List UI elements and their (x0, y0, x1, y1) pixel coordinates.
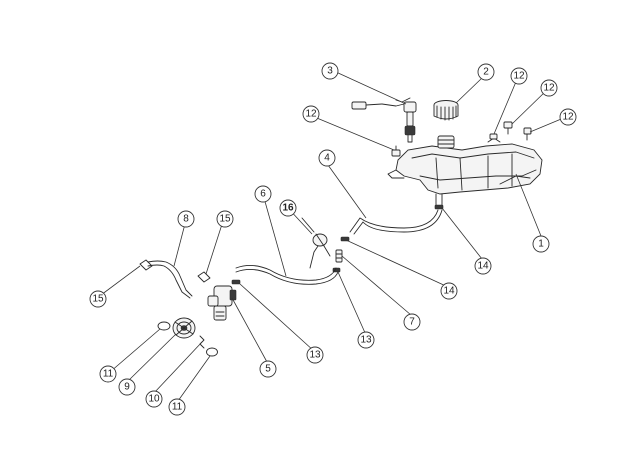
callout-6: 6 (254, 185, 272, 203)
clamp-ring-part-a (157, 321, 171, 331)
clamp-ring-part-b (206, 347, 218, 357)
callout-label: 13 (360, 335, 372, 346)
callout-label: 14 (477, 261, 489, 272)
callout-label: 15 (92, 294, 104, 305)
callout-label: 16 (282, 203, 294, 214)
fitting-part (335, 249, 343, 263)
callout-7: 7 (403, 313, 421, 331)
callout-label: 9 (124, 382, 130, 393)
leader-lines (100, 71, 567, 402)
callout-label: 12 (305, 109, 317, 120)
screw-part-b (489, 133, 498, 140)
callout-label: 4 (324, 153, 330, 164)
callout-15-a: 15 (89, 290, 107, 308)
fuel-pump-part (207, 285, 237, 321)
callout-label: 14 (443, 286, 455, 297)
callout-12-d: 12 (302, 105, 320, 123)
fuel-filter-part (301, 217, 331, 269)
fuel-tank-part (387, 135, 543, 207)
callout-label: 15 (219, 214, 231, 225)
callout-label: 6 (260, 189, 266, 200)
screw-part-d (523, 127, 532, 141)
callout-13-a: 13 (306, 346, 324, 364)
callout-label: 12 (543, 83, 555, 94)
fuel-hose-lower-part (235, 265, 339, 285)
callout-1: 1 (532, 235, 550, 253)
callout-label: 12 (562, 112, 574, 123)
callout-12-b: 12 (540, 79, 558, 97)
callout-label: 8 (183, 214, 189, 225)
hose-clamp-part-b (340, 236, 350, 242)
callout-label: 5 (265, 364, 271, 375)
hose-clamp-part-a (434, 204, 444, 210)
callout-15-b: 15 (216, 210, 234, 228)
callout-12-c: 12 (559, 108, 577, 126)
callout-label: 11 (103, 369, 114, 380)
callout-label: 1 (538, 239, 544, 250)
clip-part-b (197, 271, 211, 283)
clip-part-a (139, 259, 153, 271)
callout-13-b: 13 (357, 331, 375, 349)
callout-label: 10 (148, 394, 160, 405)
callout-label: 13 (309, 350, 321, 361)
callout-11-b: 11 (168, 398, 186, 416)
callout-9: 9 (118, 378, 136, 396)
callout-2: 2 (477, 63, 495, 81)
screw-part-a (391, 145, 401, 157)
fuel-sender-part (351, 97, 417, 143)
callout-5: 5 (259, 360, 277, 378)
pulley-part (172, 317, 196, 339)
callout-14-b: 14 (440, 282, 458, 300)
small-clamp-part-b (231, 279, 241, 285)
callout-11-a: 11 (99, 365, 117, 383)
callout-label: 7 (409, 317, 415, 328)
callout-label: 11 (172, 402, 183, 413)
callout-3: 3 (321, 62, 339, 80)
screw-part-c (503, 121, 513, 135)
fuel-cap-part (433, 100, 459, 121)
callout-label: 12 (513, 71, 525, 82)
callout-14-a: 14 (474, 257, 492, 275)
callout-label: 3 (327, 66, 333, 77)
fuel-hose-upper-part (349, 209, 443, 235)
callout-label: 2 (483, 67, 489, 78)
callout-10: 10 (145, 390, 163, 408)
callout-12-a: 12 (510, 67, 528, 85)
vent-tube-part (147, 260, 193, 299)
callout-8: 8 (177, 210, 195, 228)
callout-4: 4 (318, 149, 336, 167)
callout-16: 16 (279, 199, 297, 217)
